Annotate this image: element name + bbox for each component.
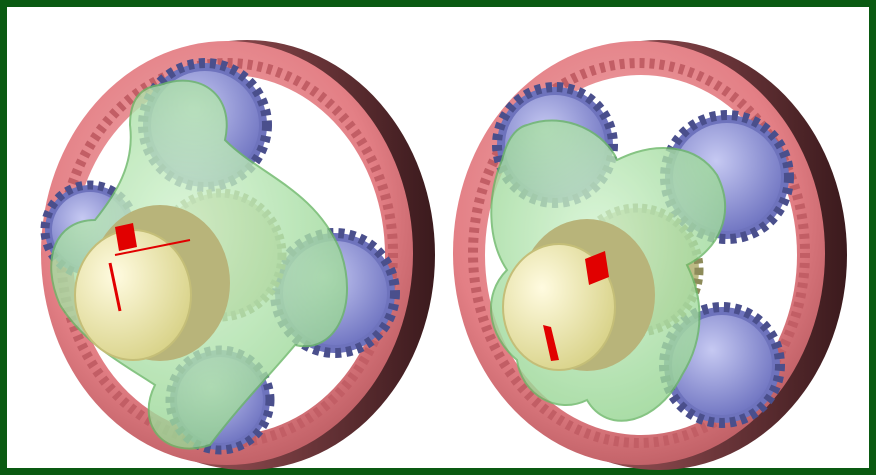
gear-panel-right	[447, 15, 876, 473]
planetary-gear-illustration-left	[15, 15, 445, 473]
planetary-gear-illustration-right	[447, 15, 876, 473]
gear-panel-left	[15, 15, 445, 473]
